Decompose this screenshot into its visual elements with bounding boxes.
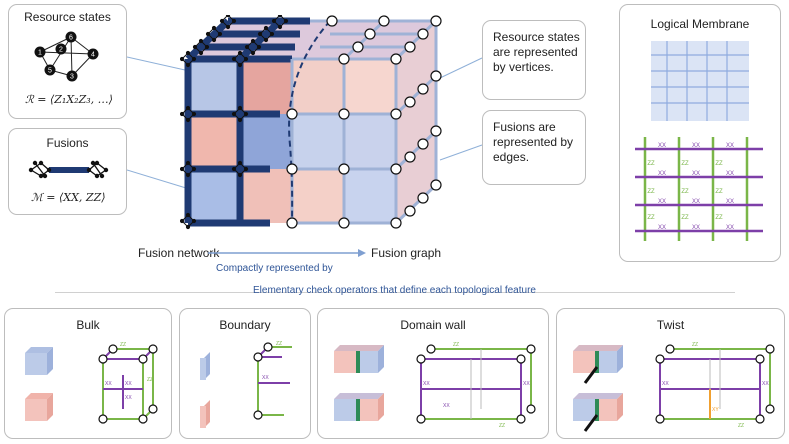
- logical-membrane-title: Logical Membrane: [650, 17, 750, 31]
- resource-state-graph: 1 6 3 4 5 2: [34, 31, 99, 82]
- vertices-callout-text: Resource states are represented by verti…: [493, 30, 580, 74]
- section-header: Elementary check operators that define e…: [253, 285, 536, 296]
- domain-wall-title: Domain wall: [400, 318, 466, 332]
- dashed-divider: [288, 20, 331, 224]
- fusions-panel: Fusions ℳ = ⟨XX, ZZ⟩: [8, 128, 127, 215]
- domain-wall-panel: Domain wall XX XX XX ZZ ZZ: [317, 308, 549, 439]
- resource-states-panel: Resource states 1 6 3 4 5 2 ℛ = ⟨Z₁X₂Z₃,…: [8, 4, 127, 119]
- bulk-check-graph: XX XX XX ZZ ZZ: [98, 342, 158, 424]
- svg-text:XX: XX: [726, 199, 734, 205]
- svg-text:XX: XX: [125, 381, 132, 387]
- fusion-graph-vertices: [286, 15, 442, 229]
- svg-text:ZZ: ZZ: [715, 215, 723, 221]
- svg-text:XX: XX: [726, 171, 734, 177]
- fusion-network-label: Fusion network: [138, 246, 220, 260]
- vertices-callout: Resource states are represented by verti…: [482, 20, 586, 100]
- svg-text:XX: XX: [692, 143, 700, 149]
- fusions-formula: ℳ = ⟨XX, ZZ⟩: [31, 191, 106, 204]
- svg-text:ZZ: ZZ: [681, 189, 689, 195]
- fusion-network-cube: [180, 15, 442, 230]
- bulk-panel: Bulk XX XX XX ZZ ZZ: [4, 308, 172, 439]
- svg-text:XX: XX: [523, 381, 530, 387]
- edges-callout: Fusions are represented by edges.: [482, 110, 586, 185]
- node-label-6: 6: [69, 35, 73, 42]
- domain-wall-cubes: [334, 345, 384, 421]
- node-label-4: 4: [91, 52, 95, 59]
- svg-text:ZZ: ZZ: [276, 341, 282, 347]
- xy-label: XY: [712, 407, 719, 413]
- svg-text:XX: XX: [762, 381, 769, 387]
- svg-text:XX: XX: [692, 199, 700, 205]
- svg-text:XX: XX: [692, 225, 700, 231]
- fusion-edge-diagram: [28, 160, 109, 179]
- twist-cubes: [573, 345, 623, 432]
- bulk-cubes: [25, 347, 53, 421]
- boundary-check-graph: XX ZZ: [253, 341, 292, 420]
- resource-state-glyphs: [180, 15, 289, 230]
- svg-text:XX: XX: [262, 375, 269, 381]
- svg-text:ZZ: ZZ: [647, 215, 655, 221]
- node-label-1: 1: [38, 50, 42, 57]
- svg-text:ZZ: ZZ: [647, 161, 655, 167]
- svg-text:ZZ: ZZ: [715, 161, 723, 167]
- fusions-title: Fusions: [46, 136, 89, 150]
- boundary-slabs: [200, 352, 210, 428]
- svg-text:XX: XX: [658, 225, 666, 231]
- twist-title: Twist: [656, 318, 685, 332]
- node-label-5: 5: [48, 68, 52, 75]
- svg-text:ZZ: ZZ: [453, 342, 459, 348]
- svg-text:XX: XX: [105, 381, 112, 387]
- svg-text:XX: XX: [692, 171, 700, 177]
- svg-text:XX: XX: [125, 395, 132, 401]
- fusion-graph-label: Fusion graph: [371, 246, 442, 260]
- node-label-2: 2: [59, 47, 63, 54]
- svg-text:ZZ: ZZ: [120, 342, 126, 348]
- svg-text:ZZ: ZZ: [681, 215, 689, 221]
- compact-arrow: [208, 249, 366, 257]
- edges-callout-text: Fusions are represented by edges.: [493, 120, 574, 164]
- front-face-cells: [188, 59, 396, 223]
- svg-text:ZZ: ZZ: [692, 342, 698, 348]
- twist-check-graph: XX XX XY ZZ ZZ: [655, 342, 775, 429]
- section-divider: [55, 292, 735, 293]
- svg-text:XX: XX: [662, 381, 669, 387]
- resource-states-title: Resource states: [24, 10, 111, 24]
- svg-text:XX: XX: [726, 225, 734, 231]
- node-label-3: 3: [70, 74, 74, 81]
- fusion-network-edges: [184, 17, 310, 227]
- cube-right-face: [396, 21, 436, 223]
- svg-text:ZZ: ZZ: [647, 189, 655, 195]
- svg-text:XX: XX: [423, 381, 430, 387]
- svg-text:ZZ: ZZ: [499, 423, 505, 429]
- compact-arrow-label: Compactly represented by: [216, 263, 333, 274]
- svg-text:XX: XX: [726, 143, 734, 149]
- resource-states-formula: ℛ = ⟨Z₁X₂Z₃, …⟩: [25, 93, 113, 106]
- svg-text:XX: XX: [658, 143, 666, 149]
- logical-membrane-panel: Logical Membrane XX XX XX XX XX XX XX XX XX XX…: [619, 4, 781, 262]
- domain-wall-check-graph: XX XX XX ZZ ZZ: [416, 342, 536, 429]
- svg-text:ZZ: ZZ: [715, 189, 723, 195]
- svg-text:ZZ: ZZ: [681, 161, 689, 167]
- bulk-title: Bulk: [76, 318, 100, 332]
- membrane-check-lattice: XX XX XX XX XX XX XX XX XX XX XX XX ZZ ZZ ZZ ZZ ZZ Z…: [635, 137, 763, 241]
- svg-text:ZZ: ZZ: [147, 377, 153, 383]
- membrane-sheet: [651, 41, 749, 121]
- boundary-panel: Boundary XX ZZ: [179, 308, 311, 439]
- svg-text:ZZ: ZZ: [738, 423, 744, 429]
- svg-text:XX: XX: [658, 171, 666, 177]
- boundary-title: Boundary: [219, 318, 271, 332]
- svg-text:XX: XX: [443, 403, 450, 409]
- twist-panel: Twist XX XX XY ZZ ZZ: [556, 308, 785, 439]
- svg-text:XX: XX: [658, 199, 666, 205]
